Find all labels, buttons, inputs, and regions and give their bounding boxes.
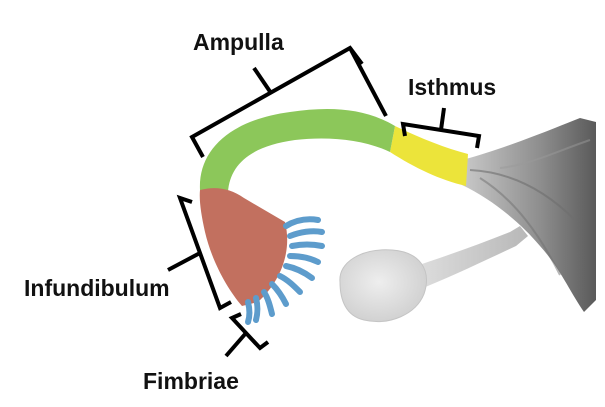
ovary bbox=[339, 249, 427, 322]
isthmus-bracket-tick bbox=[439, 107, 446, 131]
isthmus-segment bbox=[390, 126, 468, 186]
fimbriae bbox=[245, 216, 325, 325]
ampulla-bracket-tick bbox=[252, 66, 273, 95]
infundibulum-label: Infundibulum bbox=[24, 275, 170, 301]
isthmus-label: Isthmus bbox=[408, 74, 497, 100]
ampulla-label: Ampulla bbox=[193, 29, 284, 55]
infundibulum-segment bbox=[199, 188, 288, 306]
ampulla-bracket-right-arm bbox=[348, 47, 388, 117]
fimbriae-label: Fimbriae bbox=[143, 368, 239, 394]
uterus bbox=[462, 118, 596, 312]
ovarian-ligament bbox=[410, 226, 528, 290]
fimbriae-bracket-tick bbox=[224, 331, 248, 358]
ampulla-segment bbox=[199, 108, 395, 192]
infundibulum-bracket-tick bbox=[167, 251, 201, 272]
brackets bbox=[167, 45, 482, 358]
